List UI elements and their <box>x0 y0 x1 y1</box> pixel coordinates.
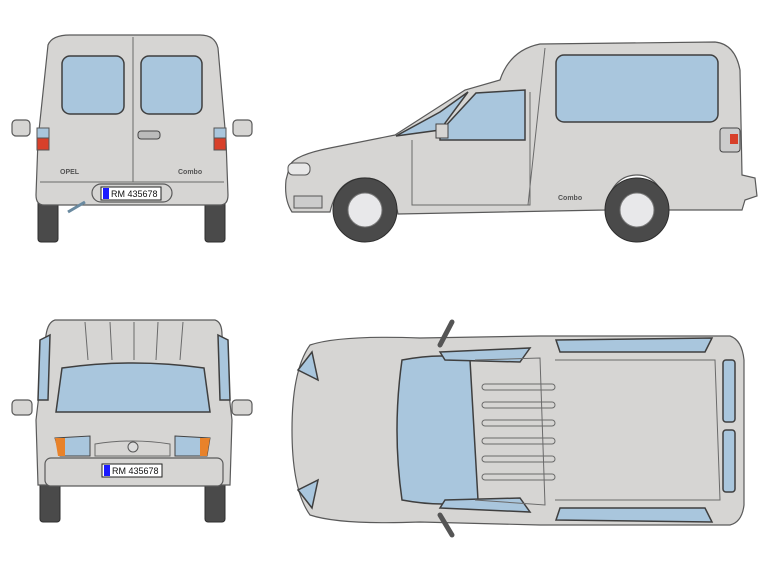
right-indicator <box>200 438 210 456</box>
grille <box>94 440 171 457</box>
right-headlight-top <box>296 478 320 510</box>
roof-rib <box>481 383 556 391</box>
roof-rib <box>481 455 556 463</box>
rear-plate-eu-strip <box>103 188 109 199</box>
side-mirror <box>435 123 449 139</box>
headlight-side <box>287 162 311 176</box>
cab-cargo-seam <box>527 47 546 206</box>
right-side-window-front <box>217 333 231 401</box>
front-bumper-side <box>293 195 323 209</box>
roof-rib <box>481 401 556 409</box>
left-tail-light <box>36 137 50 151</box>
rear-view: OPEL Combo RM 435678 <box>11 34 253 243</box>
top-right-mirror <box>437 512 455 538</box>
front-plate-text: RM 435678 <box>112 466 159 476</box>
front-license-plate <box>101 463 163 478</box>
right-reverse-light <box>213 127 227 139</box>
left-headlight-top <box>296 350 320 382</box>
roof-ribs-front <box>84 321 184 361</box>
top-left-mirror <box>437 319 455 348</box>
rear-right-window <box>140 55 203 115</box>
right-mirror <box>232 119 253 137</box>
windshield-front <box>55 362 211 413</box>
windshield-top <box>396 355 479 505</box>
front-plate-eu-strip <box>104 465 110 476</box>
front-left-mirror <box>11 399 33 416</box>
roof-rib <box>481 473 556 481</box>
cargo-side-window <box>555 54 719 123</box>
left-indicator <box>55 438 65 456</box>
right-door-window-top <box>438 497 532 513</box>
right-tail-light <box>213 137 227 151</box>
roof-ribs <box>481 383 556 481</box>
rear-left-window-top <box>722 359 736 423</box>
left-mirror <box>11 119 31 137</box>
front-wheel-hub <box>347 192 383 228</box>
door-window <box>439 89 526 141</box>
left-reverse-light <box>36 127 50 139</box>
rear-license-plate <box>100 186 162 201</box>
opel-badge: OPEL <box>60 169 80 176</box>
rear-wheel-hub <box>619 192 655 228</box>
right-cargo-window-top <box>554 507 714 523</box>
cab-roof-outline <box>474 357 546 506</box>
front-door-outline <box>411 92 531 206</box>
left-side-window-front <box>37 333 51 401</box>
roof-rib <box>481 419 556 427</box>
left-cargo-window-top <box>554 337 714 353</box>
combo-side-badge: Combo <box>558 195 582 202</box>
rear-plate-text: RM 435678 <box>111 189 158 199</box>
side-view: Combo <box>285 41 758 243</box>
cargo-roof-outline <box>555 359 721 501</box>
front-view: RM 435678 <box>11 319 253 523</box>
top-body <box>291 335 745 526</box>
rear-left-window <box>61 55 125 115</box>
rear-right-window-top <box>722 429 736 493</box>
door-handle <box>137 130 161 140</box>
side-tail-light <box>730 134 738 144</box>
front-right-mirror <box>231 399 253 416</box>
combo-badge: Combo <box>178 169 202 176</box>
windshield-side <box>395 91 469 137</box>
roof-rib <box>481 437 556 445</box>
top-view <box>291 319 745 538</box>
exhaust-pipe <box>67 200 86 214</box>
opel-logo-icon <box>127 441 139 453</box>
